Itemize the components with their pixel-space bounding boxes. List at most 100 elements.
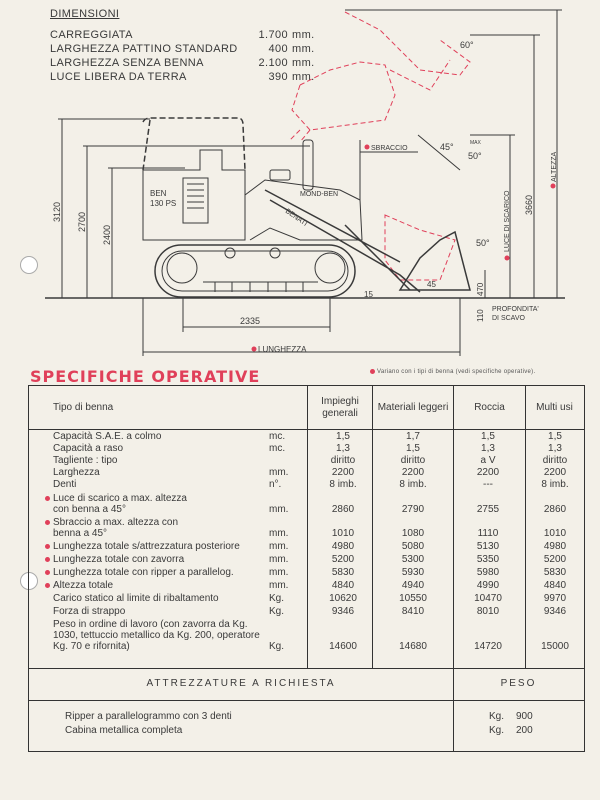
dump-clearance-label: LUCE DI SCARICO	[504, 190, 511, 252]
spec-value: 9970	[543, 593, 567, 604]
spec-value: diritto	[400, 455, 426, 466]
bullet-dot	[45, 541, 52, 552]
machine-label: BEN	[150, 189, 167, 198]
spec-title: SPECIFICHE OPERATIVE	[30, 367, 261, 386]
spec-value: 4940	[401, 580, 425, 591]
spec-value: 8010	[476, 606, 500, 617]
angle-45b: 45	[427, 280, 436, 289]
spec-label: Capacità a raso	[53, 443, 124, 454]
bullet-dot	[45, 493, 52, 504]
spec-label: Carico statico al limite di ribaltamento	[53, 593, 219, 604]
header-col: Materiali leggeri	[377, 401, 449, 413]
spec-value: 4990	[476, 580, 500, 591]
raised-bucket-outline	[289, 11, 471, 281]
spec-value: 9346	[543, 606, 567, 617]
spec-value: 4840	[543, 580, 567, 591]
binder-hole	[20, 256, 38, 274]
engine-body	[142, 149, 246, 241]
spec-table: Tipo di benna Impieghi generali Material…	[28, 385, 585, 752]
spec-label: Luce di scarico a max. altezza con benna…	[53, 493, 187, 515]
spec-value: 5200	[543, 554, 567, 565]
spec-value: 8 imb.	[399, 479, 427, 490]
spec-unit: mm.	[269, 580, 289, 591]
spec-value: 10550	[399, 593, 427, 604]
dim-470: 470	[476, 282, 485, 296]
bullet-dot	[370, 369, 375, 374]
spec-value: 1,7	[406, 431, 420, 442]
header-col: Roccia	[474, 401, 505, 413]
loader-diagram: BEN 130 PS MOND-BEN BENATI 3120 2700 240…	[45, 9, 565, 356]
roll-bar	[142, 117, 246, 171]
angle-60: 60°	[460, 40, 474, 50]
angle-15: 15	[364, 290, 373, 299]
option-unit: Kg.	[489, 725, 505, 736]
dim-reach: SBRACCIO	[371, 145, 408, 152]
dig-depth-label: DI SCAVO	[492, 315, 525, 322]
spec-unit: n°.	[269, 479, 282, 490]
spec-value: 5830	[331, 567, 355, 578]
spec-value: 1,5	[406, 443, 420, 454]
spec-note: Variano con i tipi di benna (vedi specif…	[370, 369, 535, 375]
spec-label: Lunghezza totale con ripper a parallelog…	[53, 567, 234, 578]
roller	[269, 247, 281, 259]
header-bucket-type: Tipo di benna	[53, 401, 114, 413]
bullet-dot	[45, 567, 52, 578]
spec-value: 5130	[476, 541, 500, 552]
spec-value: 5350	[476, 554, 500, 565]
dimension-label: CARREGGIATA	[50, 29, 133, 41]
spec-value: 2755	[476, 504, 500, 515]
dimension-unit: mm.	[292, 43, 315, 55]
spec-value: 14680	[399, 641, 427, 652]
spec-value: 2200	[331, 467, 355, 478]
air-filter	[269, 169, 291, 181]
spec-label: Capacità S.A.E. a colmo	[53, 431, 162, 442]
angle-max: MAX	[470, 140, 482, 146]
dimension-value: 1.700	[258, 29, 288, 41]
spec-value: 10620	[329, 593, 357, 604]
spec-value: 10470	[474, 593, 502, 604]
spec-value: 8 imb.	[541, 479, 569, 490]
option-value: 200	[516, 725, 533, 736]
dimension-value: 400	[268, 43, 288, 55]
spec-label: Sbraccio a max. altezza con benna a 45°	[53, 517, 179, 539]
spec-label: Denti	[53, 479, 77, 490]
height-dimensions	[58, 118, 310, 298]
height-label: ALTEZZA	[551, 151, 558, 182]
spec-value: 5200	[331, 554, 355, 565]
bullet-dot	[550, 183, 556, 189]
machine-label: 130 PS	[150, 199, 176, 208]
spec-label: Altezza totale	[53, 580, 114, 591]
dim-2700: 2700	[77, 212, 87, 232]
spec-value: 1,5	[336, 431, 350, 442]
header-col: Impieghi generali	[321, 395, 359, 419]
dimension-label: LARGHEZZA SENZA BENNA	[50, 57, 204, 69]
sprocket-wheel	[314, 252, 346, 284]
spec-unit: Kg.	[269, 641, 285, 652]
spec-value: 1,3	[548, 443, 562, 454]
spec-label: Lunghezza totale s/attrezzatura posterio…	[53, 541, 240, 552]
spec-unit: mc.	[269, 443, 286, 454]
spec-value: 8410	[401, 606, 425, 617]
dimension-value: 390	[268, 71, 288, 83]
spec-unit: mm.	[269, 467, 289, 478]
spec-value: ---	[483, 479, 493, 490]
spec-value: 1,5	[548, 431, 562, 442]
spec-value: 2790	[401, 504, 425, 515]
options-title: ATTREZZATURE A RICHIESTA	[146, 678, 336, 689]
spec-value: 9346	[331, 606, 355, 617]
spec-value: 8 imb.	[329, 479, 357, 490]
spec-value: 1,3	[336, 443, 350, 454]
spec-unit: Kg.	[269, 593, 285, 604]
spec-value: 2860	[543, 504, 567, 515]
spec-value: 2200	[543, 467, 567, 478]
options-weight-title: PESO	[500, 678, 537, 689]
spec-value: diritto	[330, 455, 356, 466]
spec-value: 1010	[331, 528, 355, 539]
exhaust-stack	[302, 139, 314, 191]
spec-value: 4980	[543, 541, 567, 552]
spec-label: Lunghezza totale con zavorra	[53, 554, 185, 565]
spec-value: 2860	[331, 504, 355, 515]
